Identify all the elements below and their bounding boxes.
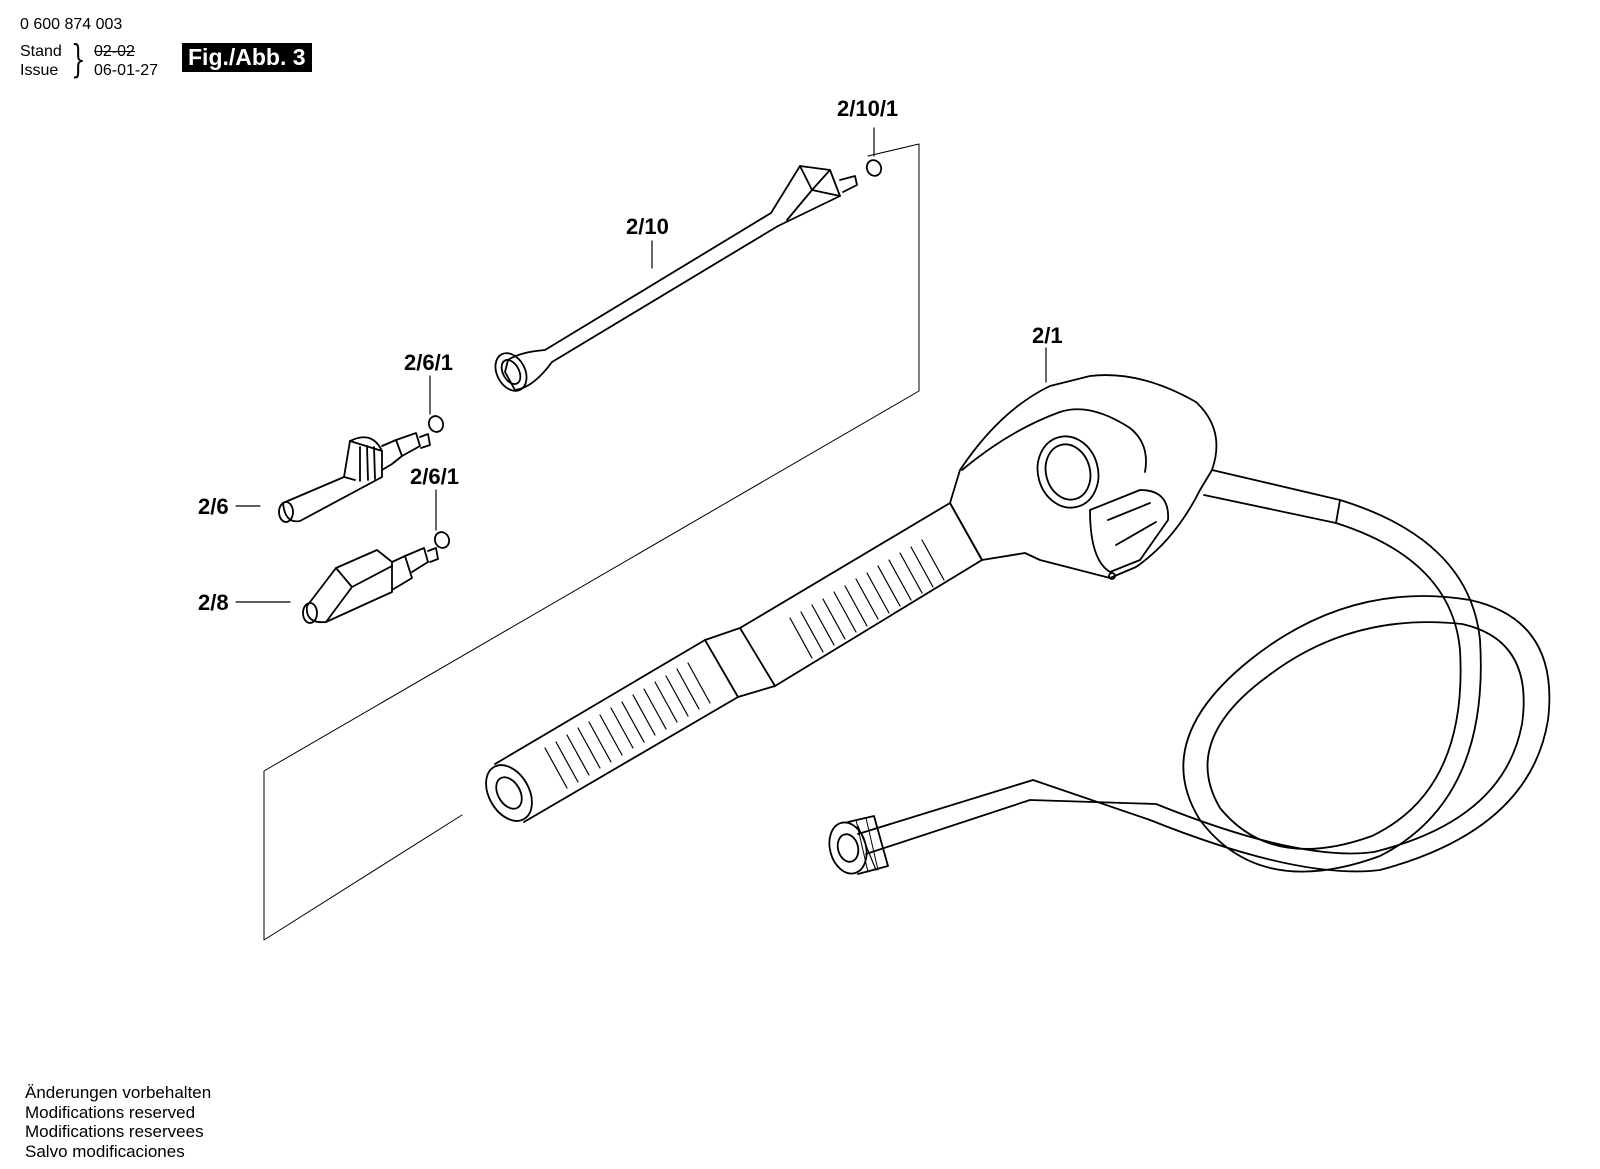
issue-label: Issue [20, 62, 59, 79]
footer-line-es: Salvo modificaciones [25, 1141, 185, 1161]
callout-2-10: 2/10 [626, 214, 669, 239]
fan-nozzle-part [278, 415, 445, 523]
callout-2-1: 2/1 [1032, 323, 1063, 348]
stand-date: 02-02 [94, 43, 135, 60]
document-number: 0 600 874 003 [20, 16, 123, 33]
lance-part [494, 159, 883, 392]
oring-upper [427, 415, 445, 433]
footer-line-en: Modifications reserved [25, 1102, 196, 1122]
issue-date: 06-01-27 [94, 62, 159, 79]
high-pressure-hose [828, 499, 1551, 875]
leader-lines [235, 127, 1047, 603]
rotary-nozzle-part [302, 531, 451, 624]
footer-line-fr: Modifications reservees [25, 1122, 204, 1141]
brace-symbol: } [71, 37, 86, 81]
footer-notes: Änderungen vorbehalten Modifications res… [25, 1083, 211, 1161]
callout-2-6-1-lower: 2/6/1 [410, 464, 459, 489]
callout-2-8: 2/8 [198, 590, 229, 615]
figure-label: Fig./Abb. 3 [182, 43, 312, 72]
spray-gun-part [949, 374, 1341, 580]
footer-line-de: Änderungen vorbehalten [25, 1083, 212, 1102]
callout-2-6-1-upper: 2/6/1 [404, 350, 453, 375]
extension-tube [485, 502, 983, 823]
oring-lower [433, 531, 451, 549]
stand-label: Stand [20, 43, 62, 60]
callout-2-10-1: 2/10/1 [837, 96, 898, 121]
assembly-frame [263, 143, 920, 941]
callout-2-6: 2/6 [198, 494, 229, 519]
